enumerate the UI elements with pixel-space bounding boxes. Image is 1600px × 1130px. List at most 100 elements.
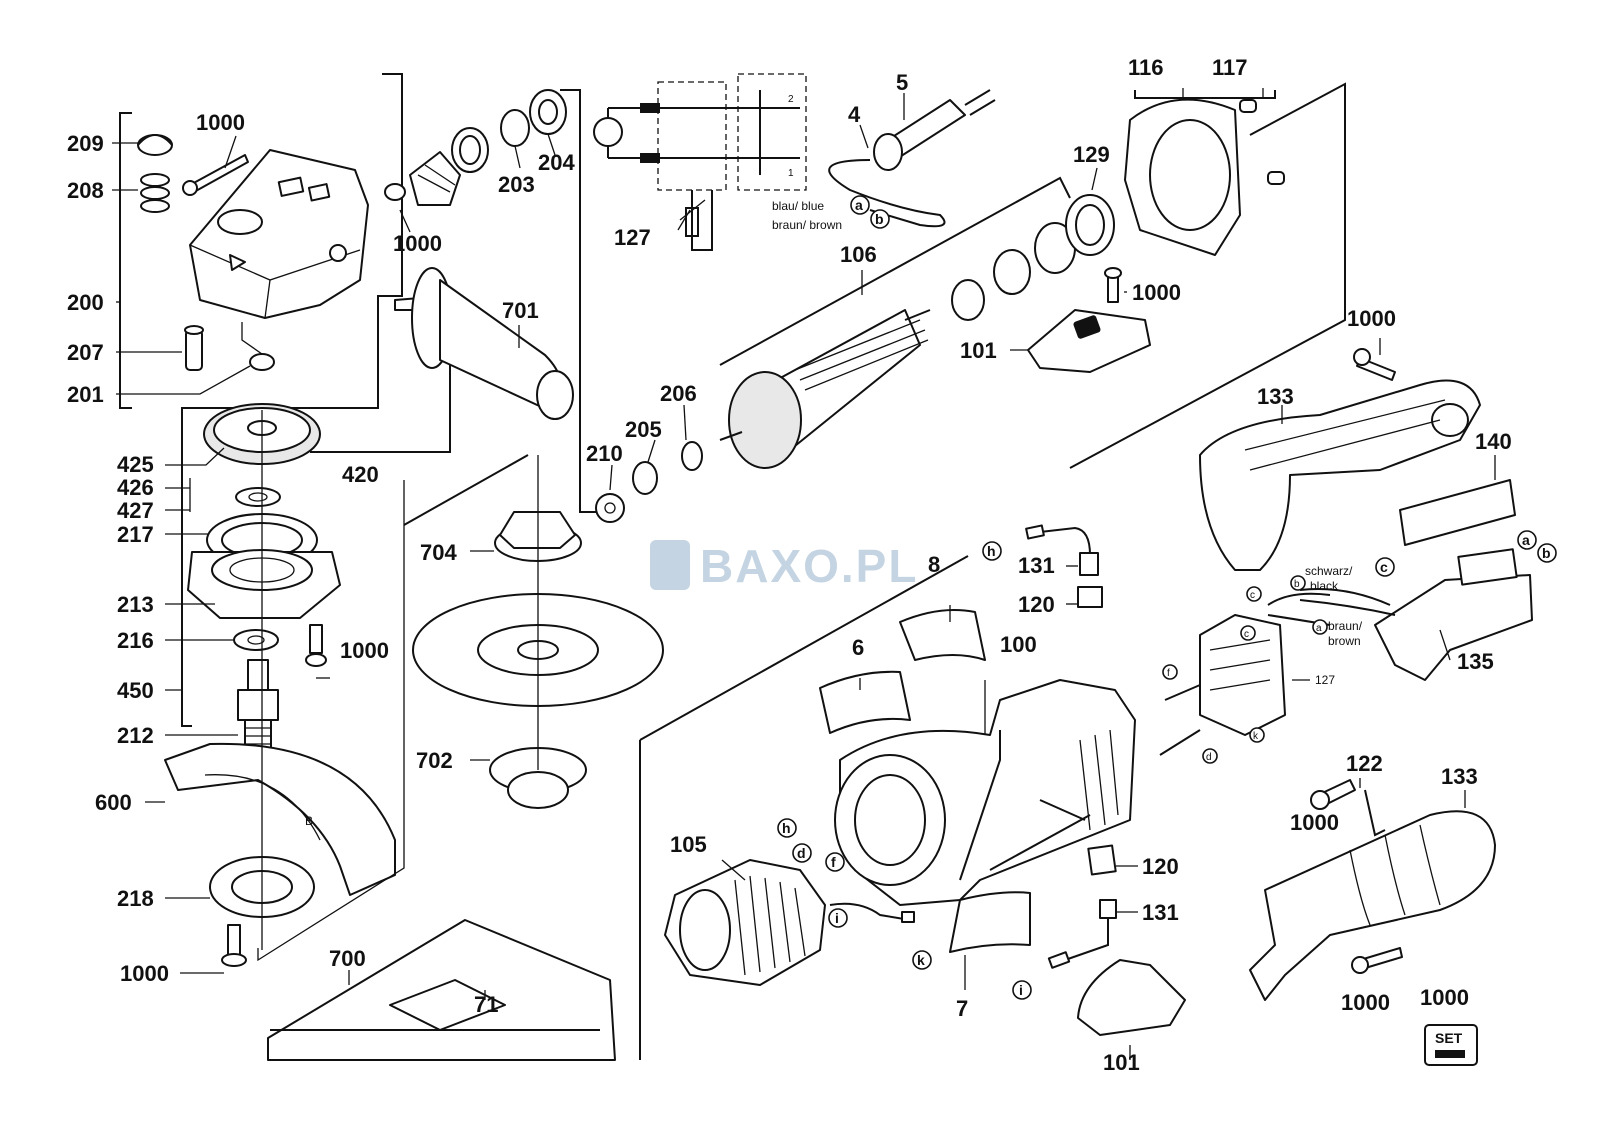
- callout-122: 122: [1346, 751, 1383, 776]
- svg-text:h: h: [987, 543, 996, 559]
- rear-cover-group: [1010, 82, 1346, 469]
- callout-218: 218: [117, 886, 154, 911]
- connector-upper: [1025, 524, 1103, 608]
- disc-stack-group: [403, 454, 664, 809]
- callout-106: 106: [840, 242, 877, 267]
- marker-d-electronics: d: [1202, 748, 1218, 764]
- callout-5: 5: [896, 70, 908, 95]
- callout-7: 7: [956, 996, 968, 1021]
- callout-217: 217: [117, 522, 154, 547]
- callout-200: 200: [67, 290, 104, 315]
- callout-layer: 209 1000 208 200 207 201 1000 203 204 70…: [67, 55, 1512, 1075]
- marker-a-wire: a: [1312, 619, 1328, 635]
- callout-206: 206: [660, 381, 697, 406]
- watermark-text: BAXO.PL: [700, 540, 918, 592]
- wire-label-black-de: schwarz/: [1305, 564, 1353, 578]
- callout-426: 426: [117, 475, 154, 500]
- marker-a-switch: a: [1517, 530, 1537, 550]
- svg-text:d: d: [797, 845, 806, 861]
- gear-head-group: B: [112, 73, 405, 974]
- callout-8: 8: [928, 552, 940, 577]
- callout-120: 120: [1018, 592, 1055, 617]
- callout-129: 129: [1073, 142, 1110, 167]
- switch-pos-2: 2: [788, 94, 794, 105]
- callout-135: 135: [1457, 649, 1494, 674]
- svg-text:a: a: [855, 197, 863, 213]
- svg-text:i: i: [835, 910, 839, 926]
- watermark: BAXO.PL: [650, 540, 918, 592]
- marker-h-connector: h: [982, 541, 1002, 561]
- callout-704: 704: [420, 540, 457, 565]
- case-group: [267, 919, 616, 1061]
- callout-120: 120: [1142, 854, 1179, 879]
- callout-4: 4: [848, 102, 861, 127]
- callout-140: 140: [1475, 429, 1512, 454]
- callout-105: 105: [670, 832, 707, 857]
- callout-425: 425: [117, 452, 154, 477]
- wire-label-brown2-de: braun/: [1328, 619, 1363, 633]
- svg-text:b: b: [875, 211, 884, 227]
- marker-b-switch: b: [1537, 543, 1557, 563]
- callout-127: 127: [614, 225, 651, 250]
- marker-i-field: i: [828, 908, 848, 928]
- callout-216: 216: [117, 628, 154, 653]
- svg-text:a: a: [1316, 623, 1322, 634]
- callout-131: 131: [1142, 900, 1179, 925]
- svg-text:f: f: [1167, 668, 1170, 679]
- callout-204: 204: [538, 150, 575, 175]
- marker-a-cable: a: [850, 195, 870, 215]
- callout-600: 600: [95, 790, 132, 815]
- marker-k-field: k: [912, 950, 932, 970]
- callout-1000: 1000: [393, 231, 442, 256]
- svg-text:b: b: [1294, 579, 1300, 590]
- callout-420: 420: [342, 462, 379, 487]
- callout-117: 117: [1212, 55, 1248, 80]
- svg-text:c: c: [1250, 590, 1255, 601]
- marker-c-wire: c: [1246, 586, 1262, 602]
- wire-label-brown2-en: brown: [1328, 634, 1361, 648]
- marker-i-connector: i: [1012, 980, 1032, 1000]
- callout-450: 450: [117, 678, 154, 703]
- set-badge-text: SET: [1435, 1030, 1463, 1046]
- callout-701: 701: [502, 298, 539, 323]
- marker-c-switch: c: [1375, 557, 1395, 577]
- svg-text:c: c: [1244, 629, 1249, 640]
- guard-letter: B: [305, 814, 313, 828]
- callout-207: 207: [67, 340, 104, 365]
- callout-702: 702: [416, 748, 453, 773]
- switch-group: schwarz/ black braun/ brown: [1299, 548, 1533, 681]
- callout-213: 213: [117, 592, 154, 617]
- callout-71: 71: [474, 992, 498, 1017]
- housing-group: [639, 555, 1136, 1060]
- callout-212: 212: [117, 723, 154, 748]
- svg-text:d: d: [1206, 752, 1212, 763]
- callout-1000: 1000: [340, 638, 389, 663]
- svg-text:k: k: [1253, 731, 1259, 742]
- callout-210: 210: [586, 441, 623, 466]
- marker-c-electronics: c: [1240, 625, 1256, 641]
- set-badge: SET: [1424, 1024, 1478, 1066]
- armature-group: [595, 176, 1115, 523]
- callout-100: 100: [1000, 632, 1037, 657]
- callout-1000: 1000: [1290, 810, 1339, 835]
- callout-101: 101: [960, 338, 997, 363]
- callout-1000: 1000: [1420, 985, 1469, 1010]
- callout-133: 133: [1441, 764, 1478, 789]
- callout-131: 131: [1018, 553, 1055, 578]
- wire-label-blue: blau/ blue: [772, 199, 824, 213]
- marker-h-field: h: [777, 818, 797, 838]
- callout-209: 209: [67, 131, 104, 156]
- callout-1000: 1000: [1347, 306, 1396, 331]
- callout-6: 6: [852, 635, 864, 660]
- svg-text:c: c: [1380, 559, 1388, 575]
- callout-203: 203: [498, 172, 535, 197]
- callout-208: 208: [67, 178, 104, 203]
- callout-133: 133: [1257, 384, 1294, 409]
- pinion-group: [310, 89, 598, 513]
- callout-700: 700: [329, 946, 366, 971]
- callout-1000: 1000: [1341, 990, 1390, 1015]
- callout-1000: 1000: [1132, 280, 1181, 305]
- marker-b-cable: b: [870, 209, 890, 229]
- wiring-schematic: 2 1: [593, 73, 807, 251]
